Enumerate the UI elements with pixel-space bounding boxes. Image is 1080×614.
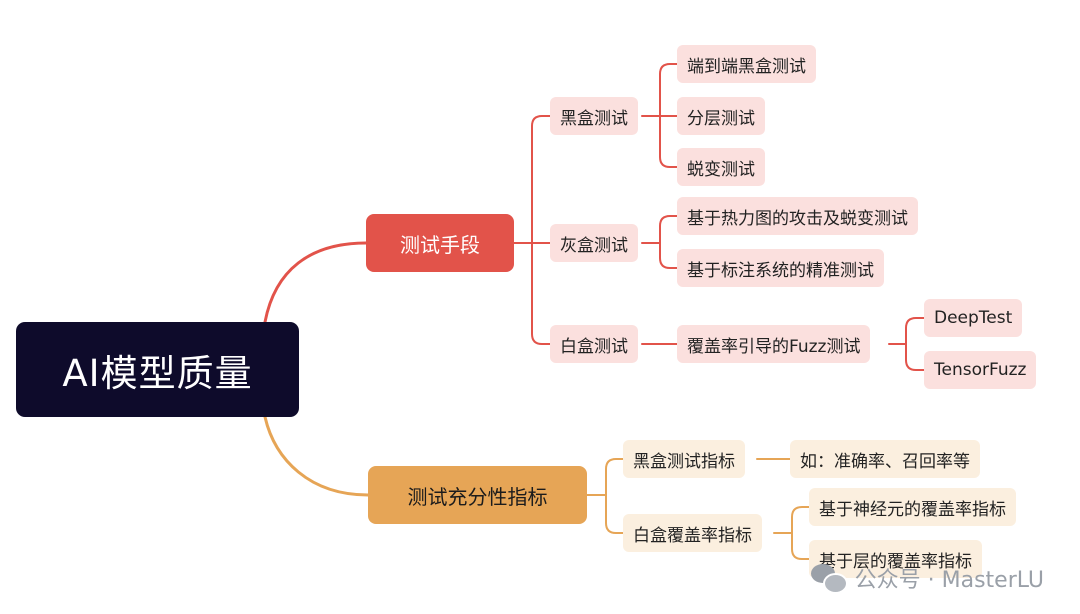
node-neuron-coverage[interactable]: 基于神经元的覆盖率指标 — [809, 488, 1016, 526]
connector-graybox-branch-0 — [659, 215, 678, 244]
wechat-icon — [810, 564, 848, 594]
node-metamorphic-testing[interactable]: 蜕变测试 — [677, 148, 765, 186]
connector-whitebox-metrics-branch-1 — [791, 532, 810, 560]
watermark: 公众号 · MasterLU — [810, 562, 1044, 594]
node-coverage-fuzz[interactable]: 覆盖率引导的Fuzz测试 — [677, 325, 871, 363]
connector-graybox-branch-1 — [659, 242, 678, 269]
node-layered-testing[interactable]: 分层测试 — [677, 97, 765, 135]
connector-metrics-branch-1 — [605, 494, 624, 534]
connector-metrics-branch-0 — [605, 458, 624, 496]
node-whitebox-coverage-metrics[interactable]: 白盒覆盖率指标 — [623, 514, 762, 552]
branch-test-methods[interactable]: 测试手段 — [366, 214, 514, 272]
node-accuracy-recall[interactable]: 如：准确率、召回率等 — [790, 440, 980, 478]
connector-whitebox-metrics-branch-0 — [791, 506, 810, 534]
connector-blackbox-branch-2 — [659, 115, 678, 168]
root-node[interactable]: AI模型质量 — [16, 322, 299, 417]
connector-methods-branch-2 — [531, 242, 551, 345]
node-whitebox-testing[interactable]: 白盒测试 — [550, 325, 638, 363]
branch-adequacy-metrics[interactable]: 测试充分性指标 — [368, 466, 587, 524]
node-e2e-blackbox[interactable]: 端到端黑盒测试 — [677, 45, 816, 83]
node-annotation-testing[interactable]: 基于标注系统的精准测试 — [677, 249, 884, 287]
connector-methods-branch-0 — [531, 115, 551, 244]
node-blackbox-testing[interactable]: 黑盒测试 — [550, 97, 638, 135]
node-blackbox-metrics[interactable]: 黑盒测试指标 — [623, 440, 745, 478]
node-layer-coverage[interactable]: 基于层的覆盖率指标 — [809, 540, 982, 578]
connector-blackbox-branch-0 — [659, 63, 678, 117]
connector-fuzz-branch-0 — [905, 317, 925, 345]
connector-fuzz-branch-1 — [905, 343, 925, 371]
node-deeptest[interactable]: DeepTest — [924, 299, 1023, 337]
connector-root-to-metrics — [263, 415, 370, 497]
node-tensorfuzz[interactable]: TensorFuzz — [924, 351, 1037, 389]
node-heatmap-attack[interactable]: 基于热力图的攻击及蜕变测试 — [677, 197, 918, 235]
watermark-text: 公众号 · MasterLU — [854, 568, 1044, 593]
connector-root-to-methods — [263, 241, 368, 324]
node-graybox-testing[interactable]: 灰盒测试 — [550, 224, 638, 262]
